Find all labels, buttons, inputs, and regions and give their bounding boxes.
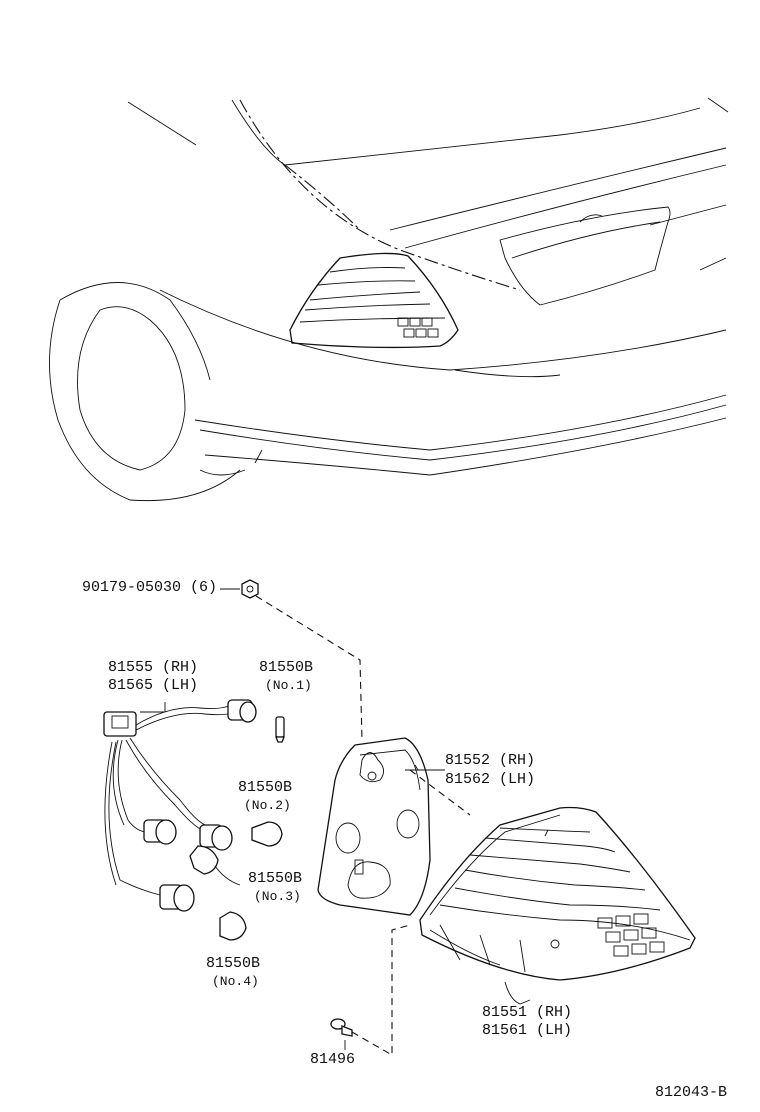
bulb1-number-label: (No.1): [265, 678, 312, 693]
bulb-no1-part: [275, 716, 285, 743]
nut-label: 90179-05030 (6): [82, 579, 218, 596]
bulb3-number-label: (No.3): [254, 889, 301, 904]
bulb4-number-label: (No.4): [212, 974, 259, 989]
lamp-rh-label: 81551 (RH): [482, 1004, 573, 1021]
bulb3-part-label: 81550B: [248, 870, 303, 887]
nut-part: [220, 579, 363, 741]
bulb2-part-label: 81550B: [238, 779, 293, 796]
screw-label: 81496: [310, 1051, 356, 1068]
bulb-no3-part: [189, 845, 241, 886]
bulb-no2-part: [251, 821, 283, 847]
gasket-rh-label: 81552 (RH): [445, 752, 536, 769]
tail-lamp-assembly-part: [419, 806, 696, 981]
gasket-plate-part: [317, 737, 471, 916]
bulb2-number-label: (No.2): [244, 798, 291, 813]
bulb1-part-label: 81550B: [259, 659, 314, 676]
gasket-lh-label: 81562 (LH): [445, 771, 536, 788]
car-body-illustration: [49, 97, 729, 502]
drawing-id-label: 812043-B: [655, 1084, 728, 1101]
bulb4-part-label: 81550B: [206, 955, 261, 972]
screw-part: [330, 924, 411, 1056]
lamp-lh-label: 81561 (LH): [482, 1022, 573, 1039]
socket-rh-label: 81555 (RH): [108, 659, 199, 676]
socket-wire-harness-part: [103, 699, 257, 912]
car-tail-lamp-illustration: [289, 252, 459, 349]
socket-lh-label: 81565 (LH): [108, 677, 199, 694]
bulb-no4-part: [219, 911, 247, 941]
